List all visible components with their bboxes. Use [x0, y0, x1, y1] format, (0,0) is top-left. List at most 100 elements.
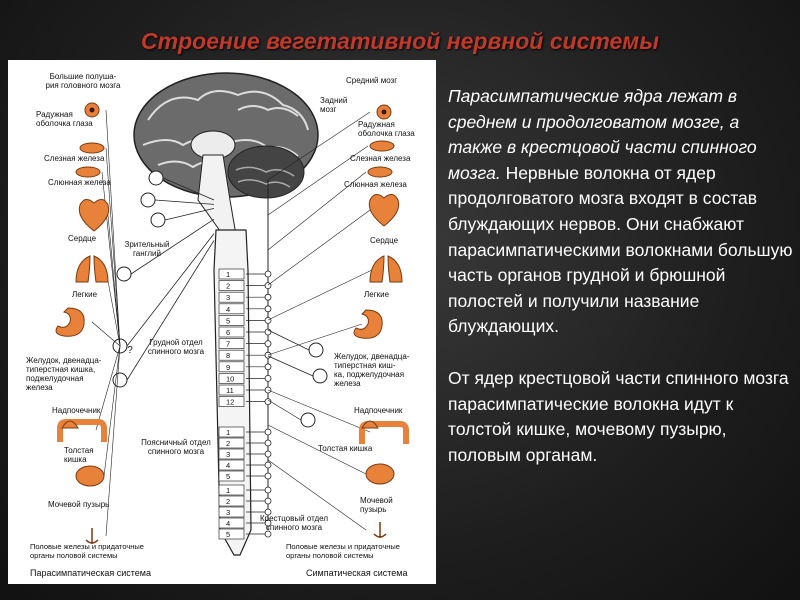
parasympathetic-nerve-line [164, 208, 215, 221]
spinal-segment-number: 6 [226, 328, 230, 337]
chain-ganglion [264, 328, 272, 336]
label-colon-right: Толстая кишка [318, 444, 373, 453]
spinal-segment-number: 11 [226, 386, 234, 395]
chain-ganglion [264, 472, 272, 480]
spinal-segment-number: 9 [226, 363, 230, 372]
chain-ganglion [264, 486, 272, 494]
label-adrenal-right: Надпочечник [354, 406, 403, 415]
label-lacrimal-gland-left: Слезная железа [44, 154, 105, 163]
spinal-segment-box [218, 326, 245, 338]
spinal-segment-number: 3 [226, 450, 230, 459]
label-thoracic-spine: Грудной отдел спинного мозга [147, 338, 205, 356]
vagus-nerve-line [103, 345, 121, 477]
description-text: Парасимпатические ядра лежат в среднем и… [448, 84, 793, 468]
spinal-segment-box [218, 280, 245, 291]
label-optic-ganglion: Зрительный ганглий [124, 240, 170, 258]
organ-colon [57, 419, 107, 442]
chain-ganglion [264, 363, 272, 371]
spinal-segment-box [218, 470, 245, 482]
chain-ganglion [264, 461, 272, 469]
sympathetic-organ-line [267, 269, 373, 321]
sympathetic-nerve-line [267, 399, 302, 421]
spinal-segment-box [218, 384, 245, 396]
parasympathetic-ganglion [140, 192, 156, 208]
chain-ganglion [264, 316, 272, 324]
parasympathetic-nerve-line [130, 218, 215, 275]
spinal-segment-box [218, 495, 245, 507]
parasympathetic-nerve-line [126, 233, 215, 347]
paragraph-1: Парасимпатические ядра лежат в среднем и… [448, 84, 793, 340]
label-iris-left: Радужная оболочка глаза [36, 110, 93, 128]
organ-illustrations [55, 102, 409, 544]
spinal-segment-box [218, 437, 245, 449]
spinal-segment-number: 8 [226, 351, 230, 360]
chain-ganglion [264, 293, 272, 301]
label-stomach-left: Желудок, двенадца- типерстная кишка, под… [26, 356, 102, 392]
spinal-segment-number: 2 [226, 282, 230, 291]
label-lungs-left: Легкие [72, 290, 98, 299]
chain-ganglion [264, 530, 272, 538]
sympathetic-ganglion [312, 368, 328, 384]
sympathetic-organ-line [267, 209, 371, 286]
spinal-segment-number: 4 [226, 461, 230, 470]
label-heart-left: Сердце [68, 234, 97, 243]
parasympathetic-nerve-line [162, 177, 215, 201]
brain-illustration [133, 72, 319, 236]
spinal-segment-number: 5 [226, 472, 230, 481]
label-bladder-left: Мочевой пузырь [48, 500, 110, 509]
spinal-segment-number: 4 [226, 305, 230, 314]
spinal-segment-number: 2 [226, 439, 230, 448]
paragraph-gap [448, 340, 793, 366]
paragraph-2: От ядер крестцовой части спинного мозга … [448, 367, 789, 465]
caption-sympathetic: Симпатическая система [306, 568, 408, 578]
label-salivary-gland-right: Слюнная железа [344, 180, 407, 189]
label-stomach-right: Желудок, двенадца- типерстная киш- ка, п… [334, 352, 410, 388]
spinal-segment-number: 5 [226, 530, 230, 539]
chain-ganglion [264, 428, 272, 436]
slide-title: Строение вегетативной нервной системы [141, 28, 659, 54]
chain-ganglion [264, 374, 272, 382]
organ-gland [75, 166, 101, 178]
organ-genital [85, 528, 99, 544]
label-hindbrain: Задний мозг [320, 96, 348, 114]
organ-adrenal [61, 420, 79, 429]
chain-ganglion [264, 340, 272, 348]
organ-lungs [75, 255, 109, 283]
sympathetic-nerve-line [267, 355, 314, 377]
eye-pupil [381, 109, 387, 115]
spinal-segment-box [218, 528, 245, 540]
spinal-segment-number: 2 [226, 497, 230, 506]
chain-ganglion [264, 450, 272, 458]
label-cerebral-hemispheres: Большие полуша- рия головного мозга [45, 72, 121, 90]
caption-parasympathetic: Парасимпатическая система [30, 568, 151, 578]
chain-ganglion [264, 305, 272, 313]
spinal-segment-number: 4 [226, 519, 230, 528]
sympathetic-nerve-line [267, 329, 310, 351]
paragraph-1-regular: Нервные волокна от ядер продолговатого м… [448, 162, 793, 337]
chain-ganglion [264, 497, 272, 505]
vagus-nerve-line [105, 269, 121, 347]
spinal-segment-box [218, 517, 245, 529]
sympathetic-organ-line [267, 145, 369, 216]
organ-gland [367, 166, 393, 178]
organ-adrenal [361, 420, 379, 429]
sympathetic-organ-line [267, 111, 371, 181]
vagus-nerve-line [105, 345, 121, 537]
sympathetic-organ-line [267, 459, 367, 531]
spinal-segment-number: 10 [226, 374, 234, 383]
label-bladder-right: Мочевой пузырь [360, 496, 393, 514]
chain-ganglion [264, 519, 272, 527]
spinal-segment-box [218, 361, 245, 373]
vagus-nerve-line [91, 321, 121, 347]
chain-ganglion [264, 508, 272, 516]
organ-stomach [55, 307, 85, 337]
label-adrenal-left: Надпочечник [52, 406, 101, 415]
spinal-segment-number: 7 [226, 340, 230, 349]
label-lungs-right: Легкие [364, 290, 390, 299]
label-genitals-left: Половые железы и придаточные органы поло… [30, 542, 144, 560]
sympathetic-ganglion [300, 412, 316, 428]
vagus-nerve-line [105, 109, 121, 347]
